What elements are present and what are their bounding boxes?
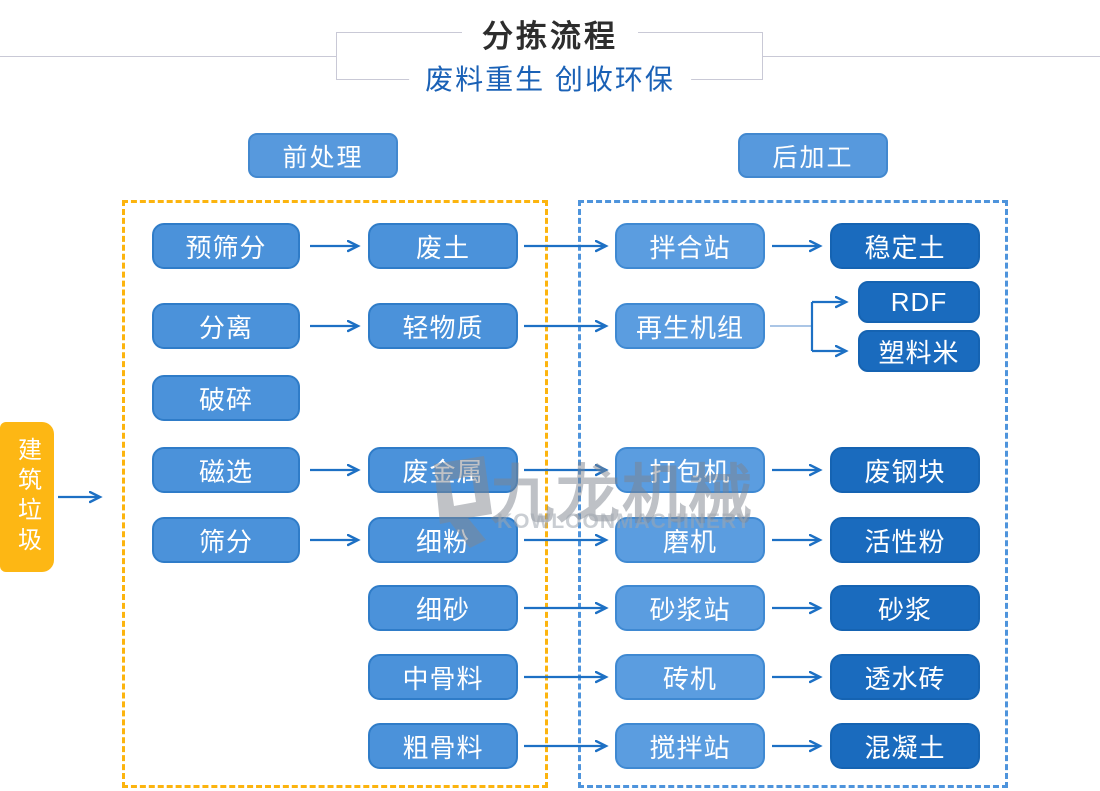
node-mortar-station: 砂浆站 xyxy=(615,585,765,631)
node-medium-aggregate: 中骨料 xyxy=(368,654,518,700)
node-separation: 分离 xyxy=(152,303,300,349)
node-screening: 筛分 xyxy=(152,517,300,563)
node-coarse-aggregate: 粗骨料 xyxy=(368,723,518,769)
page-title: 分拣流程 xyxy=(462,16,638,58)
page-subtitle: 废料重生 创收环保 xyxy=(409,63,691,97)
header-rule-right xyxy=(763,56,1100,57)
node-fine-powder: 细粉 xyxy=(368,517,518,563)
node-baler: 打包机 xyxy=(615,447,765,493)
node-construction-waste: 建筑垃圾 xyxy=(0,422,54,572)
node-crushing: 破碎 xyxy=(152,375,300,421)
node-mortar: 砂浆 xyxy=(830,585,980,631)
node-brick-machine: 砖机 xyxy=(615,654,765,700)
node-mixing-station: 拌合站 xyxy=(615,223,765,269)
node-magnetic-separation: 磁选 xyxy=(152,447,300,493)
section-label-postprocessing: 后加工 xyxy=(738,133,888,178)
node-waste-soil: 废土 xyxy=(368,223,518,269)
node-mill: 磨机 xyxy=(615,517,765,563)
node-scrap-steel-block: 废钢块 xyxy=(830,447,980,493)
node-fine-sand: 细砂 xyxy=(368,585,518,631)
pretreatment-group-frame xyxy=(122,200,548,788)
node-concrete-mixing-plant: 搅拌站 xyxy=(615,723,765,769)
node-rdf: RDF xyxy=(858,281,980,323)
header-rule-left xyxy=(0,56,336,57)
node-plastic-pellets: 塑料米 xyxy=(858,330,980,372)
node-scrap-metal: 废金属 xyxy=(368,447,518,493)
node-concrete: 混凝土 xyxy=(830,723,980,769)
node-permeable-brick: 透水砖 xyxy=(830,654,980,700)
node-active-powder: 活性粉 xyxy=(830,517,980,563)
node-light-material: 轻物质 xyxy=(368,303,518,349)
node-recycling-unit: 再生机组 xyxy=(615,303,765,349)
postprocessing-group-frame xyxy=(578,200,1008,788)
node-stabilized-soil: 稳定土 xyxy=(830,223,980,269)
node-pre-screening: 预筛分 xyxy=(152,223,300,269)
section-label-pretreatment: 前处理 xyxy=(248,133,398,178)
